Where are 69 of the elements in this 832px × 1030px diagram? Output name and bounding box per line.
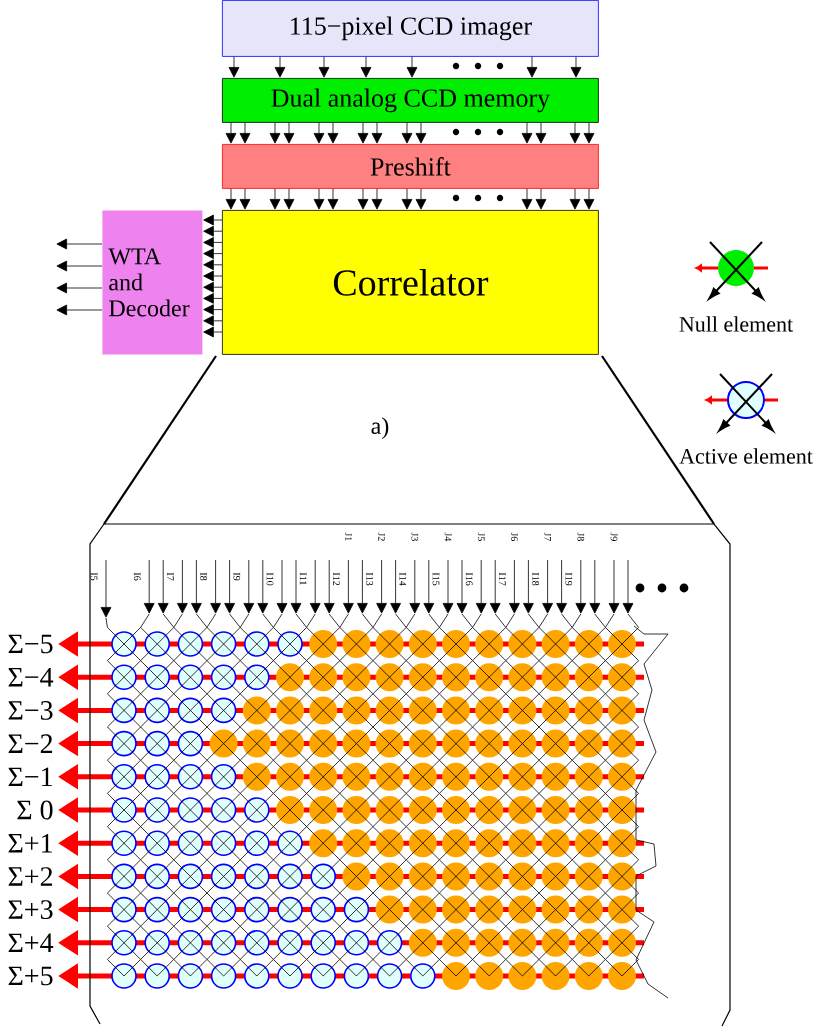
arrow xyxy=(570,56,582,78)
arrow xyxy=(56,260,103,272)
arrow xyxy=(203,326,223,338)
arrow xyxy=(360,56,372,78)
arrow xyxy=(228,56,240,78)
row-label: Σ−3 xyxy=(8,701,53,720)
arrow xyxy=(203,281,223,293)
arrow xyxy=(569,188,581,210)
arrow xyxy=(225,188,237,210)
arrow xyxy=(371,188,383,210)
row-label: Σ−5 xyxy=(8,634,53,654)
arrow xyxy=(357,122,369,144)
arrow xyxy=(203,315,223,327)
row-label: Σ+1 xyxy=(8,833,52,853)
arrow xyxy=(239,122,251,144)
arrow xyxy=(583,122,595,144)
arrow xyxy=(415,122,427,144)
arrow xyxy=(56,282,103,294)
arrow xyxy=(283,122,295,144)
arrow xyxy=(203,237,223,248)
arrow xyxy=(521,122,533,144)
arrow xyxy=(313,188,325,210)
row-label: Σ 0 xyxy=(17,800,53,820)
row-label: Σ−2 xyxy=(8,734,53,753)
arrow xyxy=(371,122,383,144)
legend-text: Null element xyxy=(679,316,793,332)
arrow xyxy=(327,122,339,144)
arrow xyxy=(357,188,369,210)
row-label: Σ+2 xyxy=(8,867,53,886)
arrow xyxy=(269,188,281,210)
arrow xyxy=(274,56,286,78)
arrow xyxy=(406,56,418,78)
arrow xyxy=(225,122,237,144)
arrow xyxy=(56,304,103,316)
row-label: Σ+3 xyxy=(8,900,53,920)
arrow xyxy=(313,122,325,144)
row-label: Σ+4 xyxy=(8,933,54,953)
legend-text: Active element xyxy=(679,448,813,464)
row-label: Σ−4 xyxy=(8,668,54,687)
arrow xyxy=(203,225,223,237)
arrow xyxy=(203,304,223,315)
arrow xyxy=(203,214,223,226)
arrow xyxy=(56,238,103,250)
arrow xyxy=(535,188,547,210)
imager-box: 115−pixel CCD imager xyxy=(222,0,599,57)
row-label: Σ−1 xyxy=(8,767,52,787)
arrow xyxy=(203,259,223,271)
arrow xyxy=(569,122,581,144)
arrow xyxy=(203,293,223,304)
arrow xyxy=(415,188,427,210)
correlator-box: Correlator xyxy=(222,210,599,355)
arrow xyxy=(327,188,339,210)
arrow xyxy=(203,270,223,282)
arrow xyxy=(283,188,295,210)
decoder-box: WTA and Decoder xyxy=(102,210,203,355)
arrow xyxy=(535,122,547,144)
arrow xyxy=(401,188,413,210)
arrow xyxy=(401,122,413,144)
arrow xyxy=(526,56,538,78)
arrow xyxy=(521,188,533,210)
arrow xyxy=(269,122,281,144)
memory-box: Dual analog CCD memory xyxy=(222,78,599,123)
preshift-box: Preshift xyxy=(222,144,599,189)
arrow xyxy=(583,188,595,210)
arrow xyxy=(203,248,223,259)
arrow xyxy=(239,188,251,210)
row-label: Σ+5 xyxy=(8,966,53,986)
arrow xyxy=(318,56,330,78)
panel-label: a) xyxy=(371,417,389,439)
